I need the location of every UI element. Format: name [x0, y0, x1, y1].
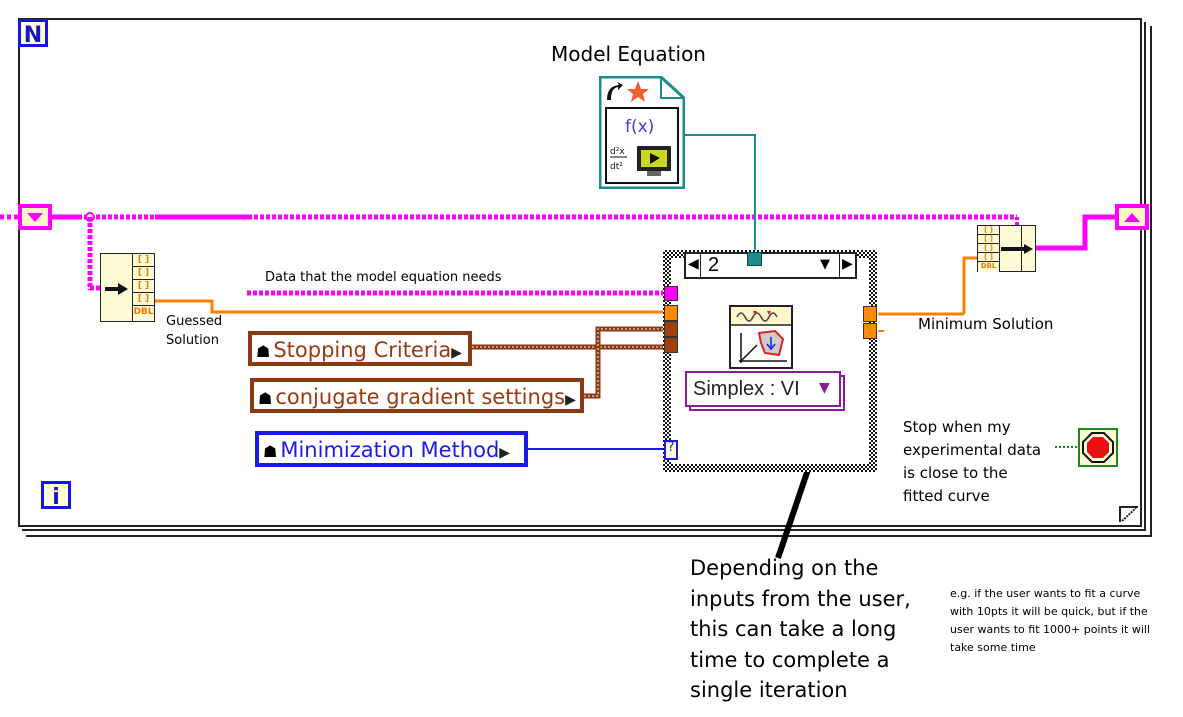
case-selector[interactable]: ◀ 2 ▼ ▶	[684, 252, 857, 279]
cluster-slot: [ ]	[978, 244, 1000, 253]
conjugate-gradient-constant[interactable]: ☗conjugate gradient settings▶	[250, 378, 584, 413]
minimization-method-constant[interactable]: ☗Minimization Method▶	[255, 431, 528, 467]
optimization-icon	[731, 307, 791, 363]
cluster-slot: DBL	[132, 306, 154, 321]
side-annotation: e.g. if the user wants to fit a curve wi…	[950, 585, 1150, 657]
stopping-criteria-text: Stopping Criteria	[273, 338, 452, 362]
arrow-right-icon	[105, 283, 128, 295]
divider	[839, 254, 840, 277]
divider	[700, 254, 701, 277]
arrow-right-icon: ▶	[565, 392, 576, 408]
loop-frame-shadow	[22, 22, 1146, 531]
for-loop-frame[interactable]	[18, 18, 1142, 527]
triangle-up-icon	[1124, 213, 1140, 222]
pink-input-tunnel[interactable]	[664, 286, 678, 301]
shift-register-right[interactable]	[1115, 204, 1149, 230]
decrement-arrow-icon[interactable]: ◀	[688, 256, 699, 272]
triangle-down-icon	[27, 213, 43, 222]
cluster-slot: DBL	[978, 262, 1000, 272]
method-ring-selector[interactable]: Simplex : VI ▼	[685, 371, 841, 407]
brown-input-tunnel[interactable]	[664, 337, 678, 353]
svg-text:d²x: d²x	[610, 147, 625, 157]
cluster-slot: [ ]	[132, 254, 154, 267]
stop-note-line: fitted curve	[903, 487, 990, 505]
annotation-line: time to complete a	[690, 647, 890, 672]
home-icon: ☗	[258, 389, 273, 408]
stop-note-line: experimental data	[903, 441, 1042, 459]
orange-input-tunnel[interactable]	[664, 305, 678, 321]
count-label: N	[23, 23, 43, 48]
cluster-slot: [ ]	[132, 293, 154, 306]
method-ring-value: Simplex : VI	[693, 378, 800, 400]
pink-output-wire[interactable]	[1036, 214, 1115, 251]
model-equation-vi-icon[interactable]: f(x) d²x dt²	[598, 75, 686, 190]
selector-terminal-label: ?	[667, 440, 675, 455]
case-selector-value: 2	[708, 254, 720, 276]
arrow-right-icon: ▶	[499, 445, 511, 461]
home-icon: ☗	[263, 442, 278, 461]
annotation-line: Depending on the	[690, 556, 879, 580]
shift-register-left[interactable]	[18, 204, 52, 230]
annotation-line: take some time	[950, 641, 1036, 654]
dropdown-arrow-icon[interactable]: ▼	[820, 257, 830, 272]
annotation-line: inputs from the user,	[690, 586, 911, 611]
loop-count-terminal[interactable]: N	[18, 19, 48, 48]
arrow-right-icon	[1001, 244, 1033, 254]
vi-reference-icon: f(x) d²x dt²	[598, 75, 686, 190]
case-selector-terminal[interactable]: ?	[664, 440, 678, 460]
annotation-line: with 10pts it will be quick, but if the	[950, 605, 1148, 618]
cluster-slot: [ ]	[132, 280, 154, 293]
annotation-line: single iteration	[690, 678, 848, 702]
increment-arrow-icon[interactable]: ▶	[842, 256, 853, 272]
orange-output-tunnel[interactable]	[863, 306, 877, 322]
brown-input-tunnel[interactable]	[664, 321, 678, 337]
loop-condition-stop-terminal[interactable]	[1078, 428, 1118, 467]
annotation-line: e.g. if the user wants to fit a curve	[950, 587, 1141, 600]
iteration-label: i	[52, 485, 60, 510]
guessed-solution-label-line1: Guessed	[166, 314, 223, 329]
minimum-solution-label: Minimum Solution	[918, 315, 1054, 333]
stopping-criteria-constant[interactable]: ☗Stopping Criteria▶	[248, 331, 472, 366]
svg-text:f(x): f(x)	[625, 117, 654, 137]
home-icon: ☗	[256, 342, 271, 361]
bundle-cluster-node[interactable]: [ ] [ ] [ ] [ ] DBL	[100, 253, 155, 322]
guessed-solution-label-line2: Solution	[166, 333, 219, 348]
stop-note: Stop when my experimental data is close …	[903, 416, 1041, 508]
cluster-slot: [ ]	[978, 235, 1000, 244]
minimization-method-text: Minimization Method	[280, 438, 500, 462]
teal-model-wire[interactable]	[685, 134, 756, 252]
model-equation-label: Model Equation	[551, 42, 706, 66]
cluster-slot: [ ]	[978, 226, 1000, 235]
cluster-slot: [ ]	[978, 253, 1000, 262]
iteration-terminal[interactable]: i	[41, 481, 71, 510]
svg-text:dt²: dt²	[610, 162, 623, 172]
stop-sign-icon	[1082, 432, 1114, 463]
annotation-line: this can take a long	[690, 617, 897, 641]
main-annotation: Depending on the inputs from the user, t…	[690, 553, 911, 706]
optimization-vi-node[interactable]	[729, 305, 793, 369]
annotation-line: user wants to fit 1000+ points it will	[950, 623, 1151, 636]
stop-note-line: Stop when my	[903, 418, 1011, 436]
loop-frame-shadow	[26, 26, 1152, 537]
pink-data-wire[interactable]	[0, 212, 1019, 291]
unbundle-cluster-node[interactable]: [ ] [ ] [ ] [ ] DBL	[977, 225, 1036, 272]
dropdown-arrow-icon[interactable]: ▼	[819, 380, 830, 396]
stop-note-line: is close to the	[903, 464, 1008, 482]
cluster-slot: [ ]	[132, 267, 154, 280]
orange-output-tunnel[interactable]	[863, 323, 877, 339]
model-tunnel[interactable]	[747, 252, 762, 266]
arrow-right-icon: ▶	[451, 345, 462, 361]
conjugate-gradient-text: conjugate gradient settings	[275, 385, 566, 409]
data-needed-label: Data that the model equation needs	[265, 270, 502, 285]
